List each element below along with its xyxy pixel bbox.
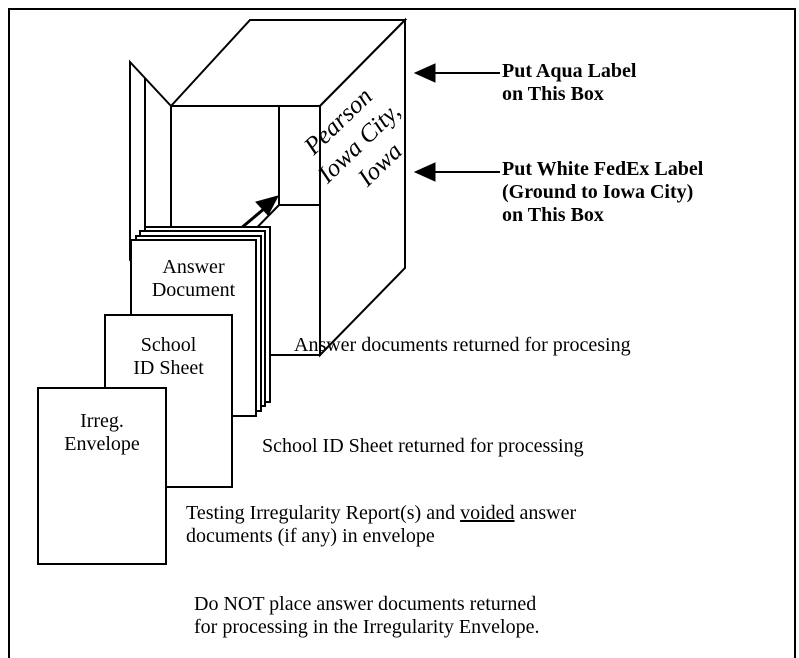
footer-note-line-1: Do NOT place answer documents returned — [194, 593, 537, 615]
footer-note: Do NOT place answer documents returned f… — [194, 593, 539, 639]
irregularity-caption-post: answer — [514, 502, 577, 524]
answer-document-label: Answer Document — [131, 256, 256, 302]
answer-document-label-line-1: Answer — [162, 256, 225, 278]
aqua-label-line-2: on This Box — [502, 83, 604, 105]
irregularity-envelope — [37, 387, 167, 565]
fedex-callout-arrow-head — [413, 162, 436, 182]
irreg-envelope-label-line-1: Irreg. — [80, 410, 124, 432]
irregularity-caption-pre: Testing Irregularity Report(s) and — [186, 502, 461, 524]
aqua-callout-arrow-head — [413, 63, 436, 83]
voided-underlined-text: voided — [460, 502, 515, 524]
aqua-label-line-1: Put Aqua Label — [502, 60, 637, 82]
irregularity-caption-line-2: documents (if any) in envelope — [186, 525, 435, 547]
irregularity-caption-line-1: Testing Irregularity Report(s) and voide… — [186, 502, 576, 525]
footer-note-line-2: for processing in the Irregularity Envel… — [194, 616, 540, 638]
aqua-label-callout: Put Aqua Label on This Box — [502, 60, 636, 106]
school-id-sheet-label-line-2: ID Sheet — [133, 357, 204, 379]
irreg-envelope-label-line-2: Envelope — [64, 433, 140, 455]
insert-arrow-head — [255, 195, 279, 216]
fedex-label-line-1: Put White FedEx Label — [502, 158, 704, 180]
answer-document-label-line-2: Document — [151, 279, 236, 301]
fedex-label-line-2: (Ground to Iowa City) — [502, 181, 694, 203]
school-id-sheet-label: School ID Sheet — [105, 334, 232, 380]
irregularity-caption: Testing Irregularity Report(s) and voide… — [186, 502, 576, 548]
fedex-label-line-3: on This Box — [502, 204, 604, 226]
answer-documents-caption: Answer documents returned for procesing — [294, 334, 631, 356]
fedex-label-callout: Put White FedEx Label (Ground to Iowa Ci… — [502, 158, 703, 227]
diagram-border — [8, 8, 796, 658]
irreg-envelope-label: Irreg. Envelope — [38, 410, 166, 456]
school-id-sheet-label-line-1: School — [140, 334, 197, 356]
school-id-caption: School ID Sheet returned for processing — [262, 435, 584, 457]
